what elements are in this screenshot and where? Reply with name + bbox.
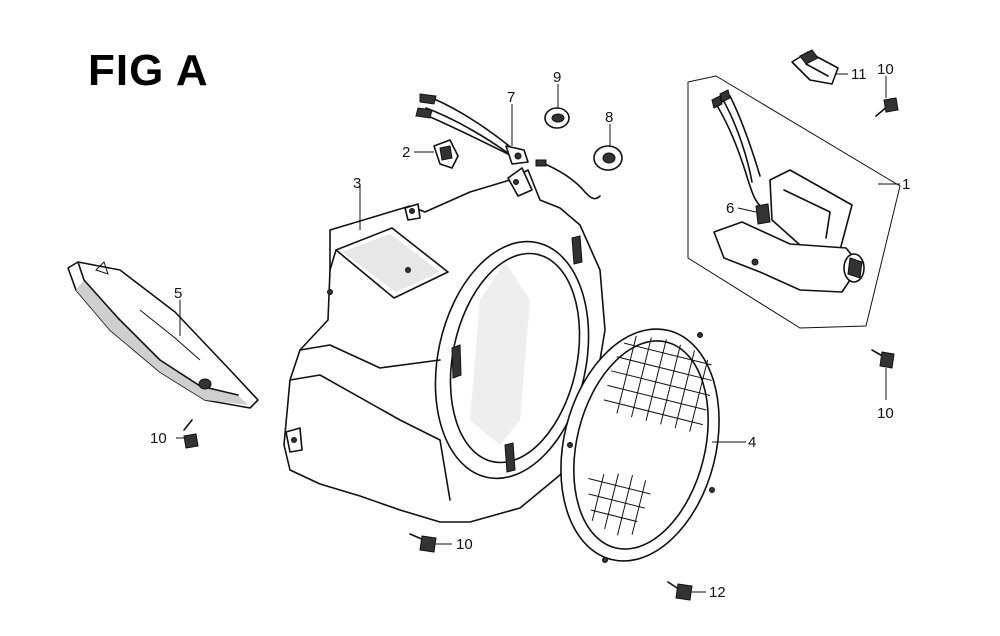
callout-10-top-right: 10 [877,61,894,78]
callout-8: 8 [605,109,613,126]
callout-7: 7 [507,89,515,106]
part-grommet [544,107,570,129]
callout-10-mid-right: 10 [877,405,894,422]
callout-6: 6 [726,200,734,217]
callout-12: 12 [709,584,726,601]
bolt-10-bottom [409,533,437,553]
part-fan-cover [283,167,606,523]
part-sensor [535,145,623,200]
callout-1: 1 [902,176,910,193]
callout-10-left: 10 [150,430,167,447]
part-wire-harness [415,93,529,165]
bolt-10-top-right [875,97,899,117]
bolt-12 [667,581,693,601]
callout-9: 9 [553,69,561,86]
part-clamp [433,139,459,169]
part-screen-grid [560,328,720,563]
callout-3: 3 [353,175,361,192]
part-clip [791,49,839,85]
callout-11: 11 [851,66,867,83]
callout-2: 2 [402,144,410,161]
figure-title: FIG A [88,46,209,95]
leader-lines [176,73,900,593]
bolt-10-mid-right [871,349,895,369]
callout-10-bottom: 10 [456,536,473,553]
part-air-guide [67,261,259,409]
bolt-10-left [183,419,199,449]
callout-5: 5 [174,285,182,302]
part-switch-box [687,75,901,329]
callout-4: 4 [748,434,756,451]
